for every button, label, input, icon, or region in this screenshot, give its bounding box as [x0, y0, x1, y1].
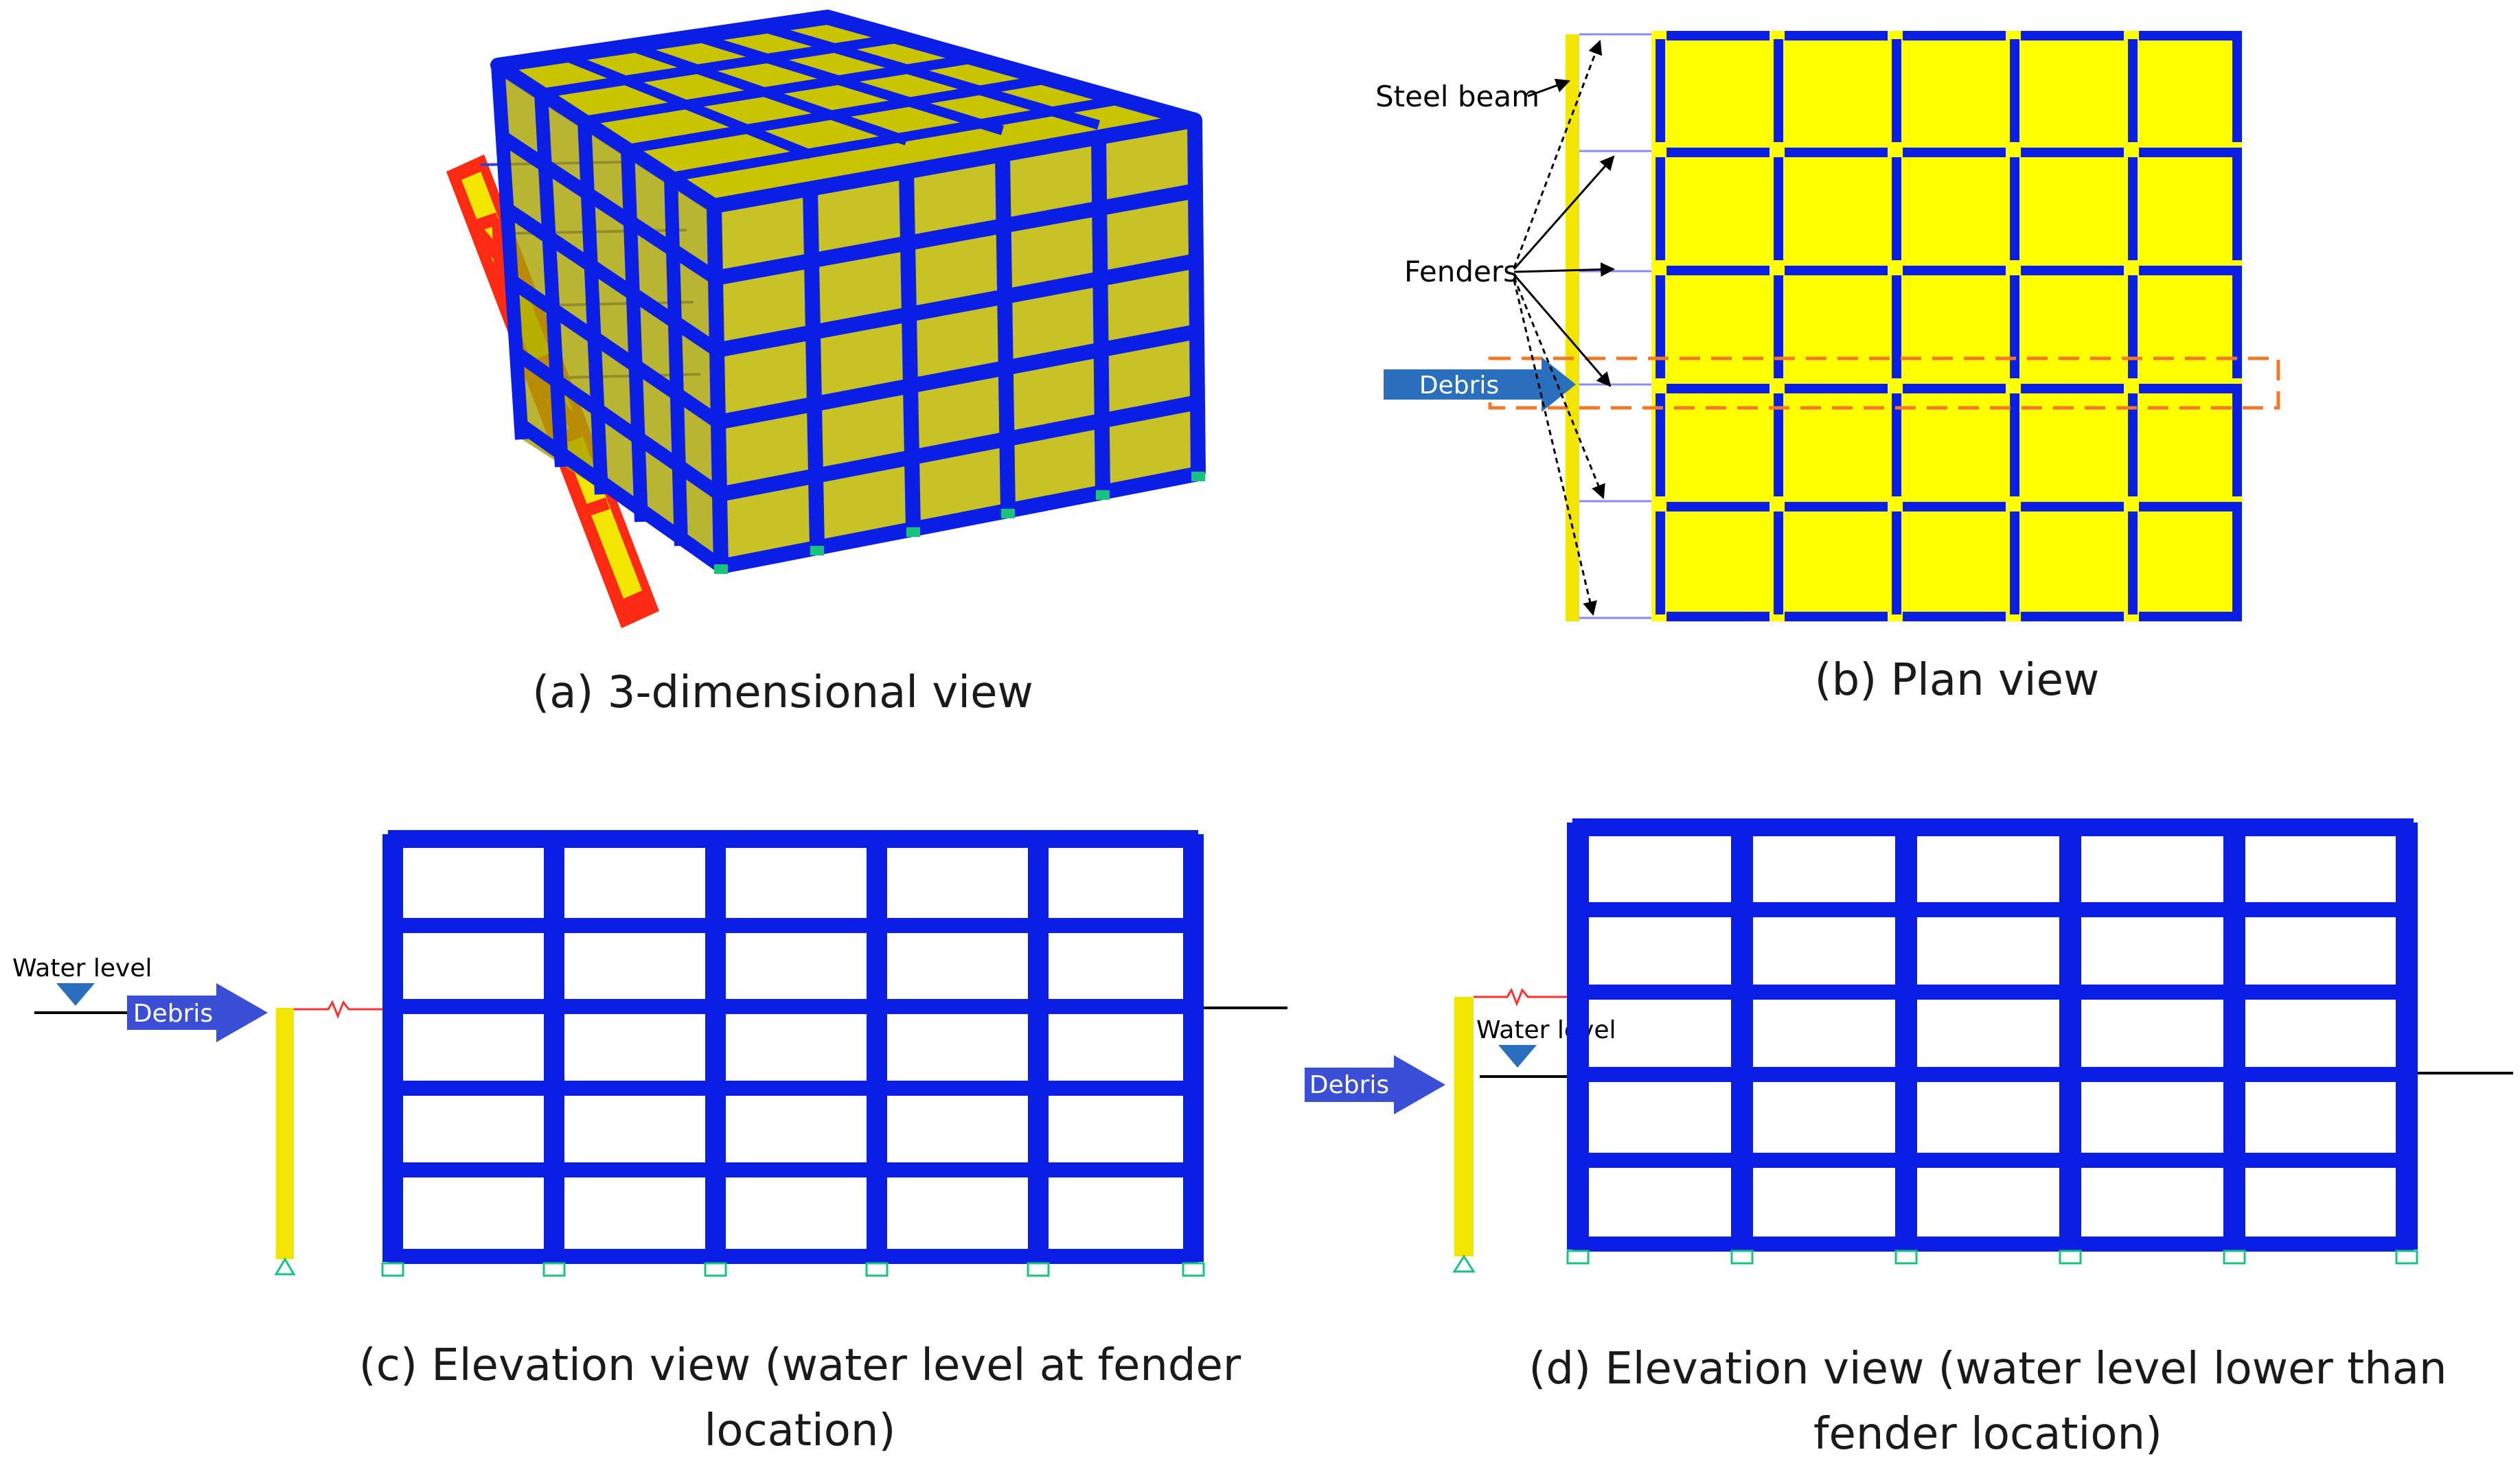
panel-elevation-d: Debris Water level [1305, 818, 2513, 1460]
debris-label-plan: Debris [1419, 371, 1499, 400]
water-level-marker-d [1498, 1045, 1537, 1068]
debris-arrow-d: Debris [1305, 1055, 1445, 1114]
fender-c [276, 1008, 294, 1259]
spring-c [294, 1000, 385, 1020]
debris-arrow-c: Debris [127, 983, 268, 1042]
caption-b: (b) Plan view [1815, 655, 2100, 706]
steel-beam-plan [1566, 34, 1579, 621]
fender-support-c [274, 1257, 296, 1276]
debris-arrow-plan: Debris [1384, 357, 1576, 412]
water-level-label-d: Water level [1476, 1016, 1616, 1044]
caption-c-line1: (c) Elevation view (water level at fende… [359, 1340, 1241, 1391]
water-level-label-c: Water level [12, 954, 152, 982]
floor-slab-plan [1651, 31, 2242, 621]
frame-c [382, 830, 1204, 1264]
caption-c-line2: location) [705, 1405, 896, 1456]
debris-label-d: Debris [1309, 1071, 1389, 1099]
supports-3d [714, 472, 1205, 574]
caption-d-line1: (d) Elevation view (water level lower th… [1528, 1344, 2447, 1394]
spring-d [1474, 987, 1572, 1007]
fenders-label: Fenders [1404, 255, 1518, 288]
beam-grid-plan [1651, 31, 2242, 621]
fender-support-d [1452, 1254, 1476, 1273]
fender-links-plan [1579, 33, 1651, 619]
caption-a: (a) 3-dimensional view [532, 667, 1033, 718]
supports-d [1566, 1250, 2418, 1265]
panel-elevation-c: Water level Debris [12, 830, 1287, 1456]
fender-pointers [1513, 40, 1616, 617]
building-3d [490, 10, 1206, 574]
steel-beam-pointer [1527, 78, 1570, 97]
steel-beam-label: Steel beam [1375, 80, 1539, 113]
panel-3d-view: (a) 3-dimensional view [446, 10, 1206, 718]
debris-label-c: Debris [133, 1000, 213, 1028]
caption-d-line2: fender location) [1813, 1409, 2162, 1460]
panel-plan-view: Debris Steel beam Fenders (b) Plan view [1375, 31, 2280, 706]
supports-c [381, 1262, 1205, 1277]
water-level-marker-c [56, 983, 95, 1006]
frame-d [1567, 818, 2418, 1252]
fender-d [1454, 997, 1474, 1256]
